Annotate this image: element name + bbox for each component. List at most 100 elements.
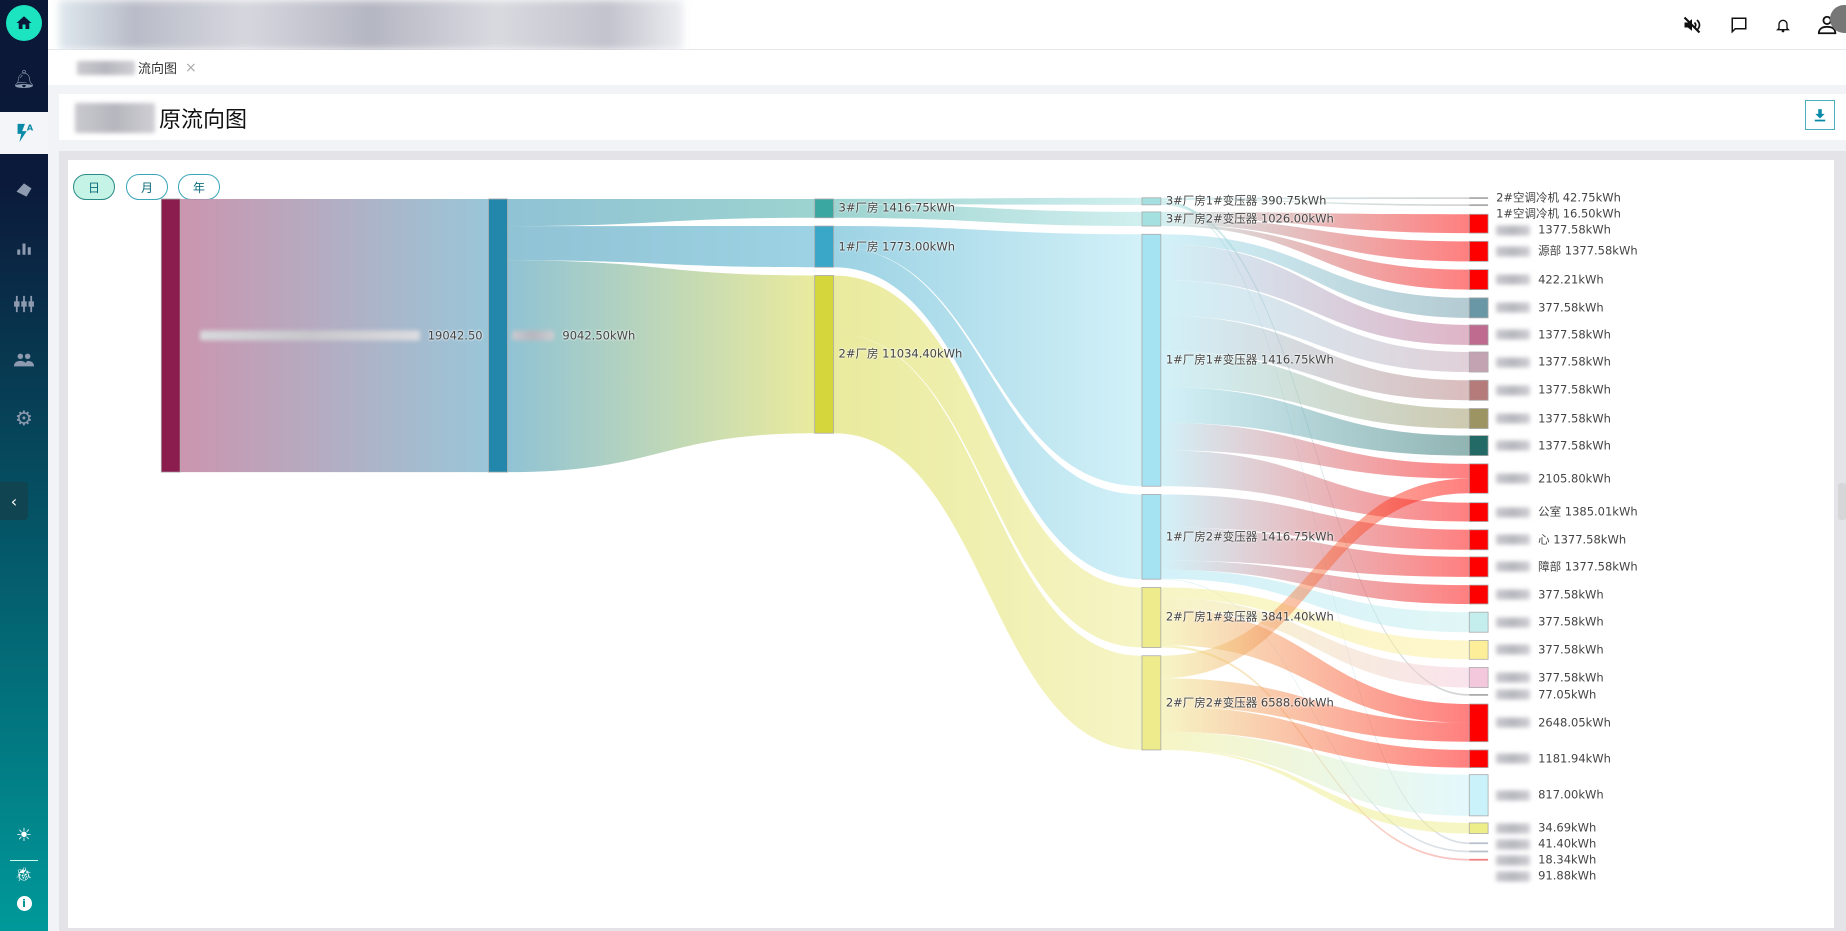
redacted-label-part — [1496, 672, 1531, 683]
title-redacted — [75, 103, 155, 133]
redacted-label-part — [199, 330, 420, 341]
top-header — [48, 0, 1846, 50]
sankey-node-value: 18.34kWh — [1538, 852, 1597, 867]
sankey-node-label: 377.58kWh — [1496, 588, 1604, 601]
sidebar-divider — [10, 860, 38, 861]
sankey-node-value: 1377.58kWh — [1538, 327, 1611, 342]
fullscreen-toggle[interactable] — [1830, 5, 1846, 33]
sankey-node-label: 41.40kWh — [1496, 836, 1597, 851]
chevron-left-icon: ‹ — [10, 491, 18, 511]
sidebar-item-energy[interactable]: A — [0, 112, 48, 154]
sankey-node-label: 34.69kWh — [1496, 821, 1596, 835]
sankey-node-value: 1377.58kWh — [1538, 354, 1611, 369]
sankey-node-value: 1377.58kWh — [1538, 382, 1611, 397]
redacted-label-part — [1496, 440, 1531, 451]
sankey-node-label: 3#厂房2#变压器 1026.00kWh — [1166, 212, 1334, 225]
sankey-node-value: 2#厂房 11034.40kWh — [838, 346, 963, 361]
sankey-node-label: 3#厂房 1416.75kWh — [838, 200, 955, 215]
sankey-node-value: 9042.50kWh — [562, 328, 636, 343]
redacted-label-part — [1496, 329, 1531, 340]
mute-button[interactable] — [1680, 13, 1704, 37]
redacted-label-part — [1496, 534, 1531, 545]
tab-flow-chart[interactable]: 流向图 × — [77, 58, 197, 77]
sankey-node-value: 2#空调冷机 42.75kWh — [1496, 190, 1621, 205]
redacted-label-part — [1496, 385, 1531, 396]
sankey-node-value: 2648.05kWh — [1538, 715, 1611, 730]
sankey-node-label: 377.58kWh — [1496, 615, 1604, 629]
sankey-node-label: 1181.94kWh — [1496, 752, 1611, 765]
bug-icon: 🐞︎ — [15, 867, 33, 883]
sankey-node-label: 19042.50 — [199, 329, 483, 342]
sidebar-item-devices[interactable] — [0, 170, 48, 210]
info-button[interactable]: i — [0, 892, 48, 914]
sankey-node-label: 422.21kWh — [1496, 273, 1604, 286]
message-button[interactable] — [1727, 13, 1751, 37]
sankey-node-value: 源部 1377.58kWh — [1538, 243, 1638, 258]
sankey-node-value: 障部 1377.58kWh — [1538, 559, 1638, 574]
sankey-node-value: 377.58kWh — [1538, 587, 1604, 602]
sankey-node-value: 1377.58kWh — [1538, 411, 1611, 426]
sankey-node-value: 2#厂房1#变压器 3841.40kWh — [1165, 609, 1334, 624]
home-button[interactable] — [6, 5, 42, 41]
sliders-icon — [14, 295, 34, 313]
sankey-node-label: 377.58kWh — [1496, 301, 1604, 314]
sankey-node-value: 1181.94kWh — [1538, 751, 1611, 766]
sankey-node-value: 公室 1385.01kWh — [1538, 504, 1638, 519]
redacted-label-part — [1496, 302, 1531, 313]
sankey-node-value: 3#厂房 1416.75kWh — [838, 200, 955, 215]
theme-toggle[interactable]: ☀ — [0, 815, 48, 855]
home-icon — [16, 16, 32, 29]
download-icon — [1814, 109, 1826, 122]
sankey-node-label: 1#厂房1#变压器 1416.75kWh — [1166, 353, 1334, 367]
sankey-node-label: 2105.80kWh — [1496, 472, 1611, 485]
redacted-label-part — [1496, 871, 1531, 882]
energy-bolt-icon: A — [17, 122, 34, 143]
sankey-node-label: 2#空调冷机 42.75kWh — [1496, 190, 1621, 205]
sankey-node-label: 77.05kWh — [1496, 688, 1596, 701]
message-icon — [1731, 17, 1747, 34]
tab-close-icon[interactable]: × — [185, 59, 197, 76]
sankey-node-value: 422.21kWh — [1538, 272, 1604, 287]
sankey-node-value: 41.40kWh — [1538, 836, 1597, 851]
redacted-label-part — [1496, 753, 1531, 764]
sankey-node-label: 障部 1377.58kWh — [1496, 560, 1638, 573]
tab-label: 流向图 — [138, 62, 178, 77]
debug-button[interactable]: 🐞︎ — [0, 864, 48, 886]
sankey-node-value: 1#厂房2#变压器 1416.75kWh — [1165, 529, 1334, 544]
sankey-node-value: 77.05kWh — [1538, 687, 1597, 702]
sankey-node-value: 1377.58kWh — [1538, 222, 1611, 237]
sankey-node-label: 2#厂房2#变压器 6588.60kWh — [1166, 696, 1334, 709]
sankey-node-value: 377.58kWh — [1538, 670, 1604, 685]
sankey-node-label: 1377.58kWh — [1496, 382, 1611, 397]
sidebar-item-reports[interactable] — [0, 228, 48, 268]
sankey-node-label: 1377.58kWh — [1496, 222, 1611, 237]
sankey-node-label: 2#厂房 11034.40kWh — [838, 346, 963, 361]
sankey-node-value: 1377.58kWh — [1538, 438, 1611, 453]
period-day-button[interactable]: 日 — [73, 174, 115, 200]
sidebar-item-alarm[interactable]: 🔔︎ — [0, 59, 48, 99]
sankey-node-value: 心 1377.58kWh — [1538, 532, 1627, 547]
redacted-label-part — [1496, 225, 1531, 236]
sidebar-item-settings[interactable]: ⚙ — [0, 398, 48, 438]
redacted-label-part — [1496, 855, 1531, 866]
redacted-label-part — [512, 330, 555, 341]
page-title: 原流向图 — [159, 108, 248, 133]
sankey-node-label: 3#厂房1#变压器 390.75kWh — [1166, 194, 1327, 208]
sankey-node-value: 817.00kWh — [1538, 787, 1604, 802]
sankey-node-value: 377.58kWh — [1538, 300, 1604, 315]
mute-icon — [1683, 16, 1701, 34]
sankey-node-label: 9042.50kWh — [512, 329, 635, 342]
app-title-redacted — [59, 0, 683, 50]
collapse-sidebar-button[interactable]: ‹ — [0, 482, 28, 520]
download-button[interactable] — [1805, 100, 1835, 130]
period-year-button[interactable]: 年 — [178, 174, 220, 200]
sun-icon: ☀ — [15, 824, 33, 846]
sidebar-item-users[interactable] — [0, 340, 48, 380]
period-month-button[interactable]: 月 — [126, 174, 168, 200]
sidebar-item-meters[interactable] — [0, 284, 48, 324]
scrollbar-handle[interactable] — [1838, 483, 1846, 520]
sankey-node-label: 1377.58kWh — [1496, 328, 1611, 341]
notification-button[interactable] — [1771, 13, 1795, 37]
sankey-node-label: 源部 1377.58kWh — [1496, 243, 1638, 258]
sidebar: 🔔︎ A ⚙ ‹ ☀ 🐞︎ i — [0, 0, 48, 931]
